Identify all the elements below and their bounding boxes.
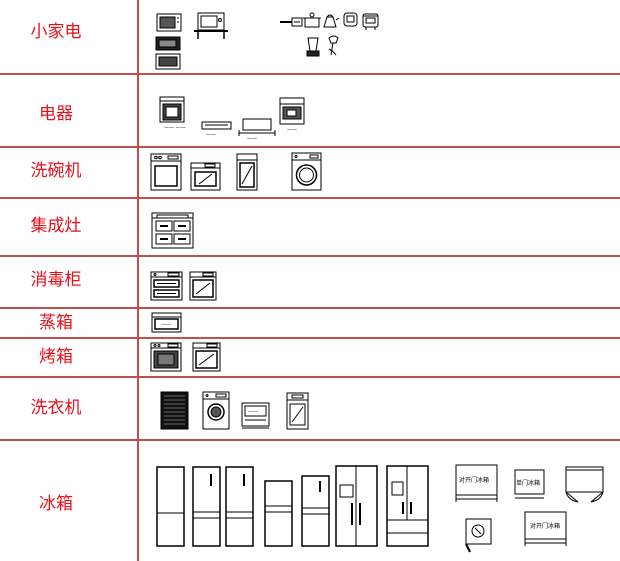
blender-icon bbox=[306, 37, 320, 57]
category-label-refrigerator: 冰箱 bbox=[39, 494, 73, 514]
fridge-two-door-icon bbox=[156, 466, 185, 547]
top-load-washer-icon bbox=[286, 392, 309, 430]
category-label-steamer: 蒸箱 bbox=[39, 313, 73, 333]
front-load-washer-icon bbox=[202, 391, 230, 430]
double-door-fridge-top-view-icon bbox=[455, 464, 498, 502]
svg-text:——: —— bbox=[161, 322, 171, 328]
category-label-integrated-stove: 集成灶 bbox=[30, 216, 82, 236]
rice-cooker-icon bbox=[362, 13, 379, 30]
washer-grid-icon bbox=[160, 391, 189, 430]
single-door-fridge-tag: 单门冰箱 bbox=[516, 479, 540, 487]
fridge-short-icon bbox=[264, 480, 293, 547]
fridge-freezer-icon bbox=[301, 475, 330, 547]
category-label-small-appliance: 小家电 bbox=[30, 22, 82, 42]
oven-icon bbox=[150, 342, 182, 372]
double-door-fridge-tag: 对开门冰箱 bbox=[459, 476, 489, 484]
row-divider bbox=[0, 197, 620, 199]
microwave-icon bbox=[156, 13, 182, 32]
svg-text:——: —— bbox=[206, 132, 216, 138]
cooking-pot-icon bbox=[303, 12, 321, 28]
category-label-washing-machine: 洗衣机 bbox=[30, 398, 82, 418]
range-hood-icon: —— bbox=[201, 121, 232, 138]
built-in-oven-icon: —— —— bbox=[159, 96, 186, 131]
fridge-three-door-icon bbox=[192, 466, 221, 547]
category-label-disinfection-cabinet: 消毒柜 bbox=[30, 270, 82, 290]
integrated-stove-icon bbox=[151, 212, 194, 249]
fridge-three-door-alt-icon bbox=[225, 466, 254, 547]
disinfection-cabinet-icon bbox=[150, 271, 183, 301]
side-by-side-fridge-icon bbox=[335, 465, 378, 547]
frying-pan-icon bbox=[280, 17, 303, 27]
coffee-machine-icon: —— bbox=[279, 97, 305, 133]
microwave-top-icon bbox=[155, 36, 181, 51]
front-loader-icon bbox=[291, 152, 322, 191]
bread-maker-icon bbox=[343, 12, 358, 27]
hair-dryer-icon bbox=[328, 35, 339, 56]
double-door-fridge-front-tag: 对开门冰箱 bbox=[530, 522, 560, 530]
double-door-fridge-front-view-icon bbox=[524, 511, 567, 546]
category-label-appliance: 电器 bbox=[39, 104, 73, 124]
fridge-open-doors-top-view-icon bbox=[565, 466, 604, 503]
svg-text:——: —— bbox=[248, 409, 258, 415]
dishwasher-tall-icon bbox=[236, 153, 258, 191]
tv-stand-icon bbox=[194, 12, 228, 39]
cooktop-icon: —— bbox=[238, 118, 276, 142]
row-divider bbox=[0, 73, 620, 75]
category-label-dishwasher: 洗碗机 bbox=[30, 161, 82, 181]
row-divider bbox=[0, 439, 620, 441]
steamer-icon: —— bbox=[151, 312, 182, 333]
single-door-fridge-top-view-icon bbox=[514, 469, 545, 499]
svg-text:——: —— bbox=[287, 127, 297, 133]
category-label-oven: 烤箱 bbox=[39, 347, 73, 367]
microwave-side-icon bbox=[155, 53, 181, 70]
row-divider bbox=[0, 255, 620, 257]
kettle-icon bbox=[323, 14, 340, 28]
row-divider bbox=[0, 146, 620, 148]
svg-text:——: —— bbox=[247, 136, 257, 142]
row-divider bbox=[0, 376, 620, 378]
disinfection-cabinet-alt-icon bbox=[189, 271, 217, 301]
washer-top-view-icon: —— bbox=[241, 402, 270, 429]
row-divider bbox=[0, 307, 620, 309]
french-door-fridge-icon bbox=[386, 465, 429, 547]
row-divider bbox=[0, 337, 620, 339]
fridge-door-swing-icon bbox=[465, 518, 492, 553]
oven-alt-icon bbox=[192, 342, 221, 372]
dishwasher-compact-icon bbox=[190, 162, 221, 191]
dishwasher-icon bbox=[150, 153, 182, 191]
column-divider bbox=[137, 0, 139, 561]
svg-text:—— ——: —— —— bbox=[164, 125, 186, 131]
